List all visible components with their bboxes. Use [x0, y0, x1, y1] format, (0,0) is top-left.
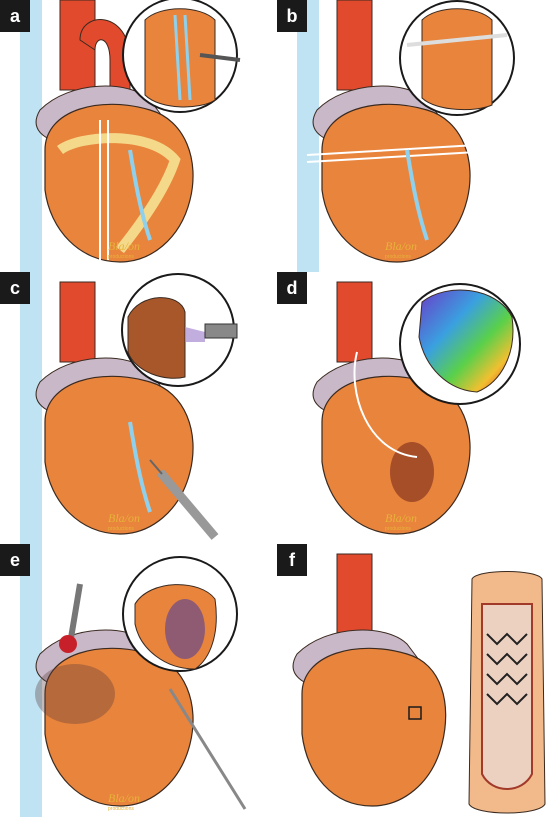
encircling-catheter — [306, 144, 478, 163]
mapping-catheter — [353, 351, 418, 458]
inset-spray-cone — [185, 327, 205, 342]
logo-subtext: productions — [108, 806, 134, 812]
logo-text: Bla/on — [108, 239, 140, 253]
panel-e: Bla/on productions e — [0, 544, 276, 817]
heart-illustration-c: Bla/on productions — [20, 272, 238, 544]
heart — [44, 647, 194, 807]
panel-a: Bla/on productions a — [0, 0, 276, 272]
aorta — [336, 0, 373, 91]
vena-cava — [20, 544, 42, 817]
coronary-vein — [128, 421, 152, 513]
aorta — [336, 553, 373, 635]
panel-f: f — [277, 544, 553, 816]
logo-text: Bla/on — [108, 791, 140, 805]
electroanatomic-map — [418, 289, 514, 393]
panel-label-b: b — [277, 0, 307, 32]
inset-instrument — [199, 53, 241, 62]
heart — [301, 647, 447, 807]
logo-subtext: productions — [108, 526, 134, 532]
logo-subtext: productions — [385, 526, 411, 532]
needle — [168, 688, 247, 810]
inset-spray-device — [204, 323, 238, 339]
panel-label-c: c — [0, 272, 30, 304]
coronary-vein — [405, 149, 429, 241]
panel-label-f: f — [277, 544, 307, 576]
inset-injected-region — [165, 599, 205, 659]
inset-heart-tissue — [421, 8, 493, 111]
inset-catheter — [406, 33, 508, 47]
heart — [44, 375, 194, 535]
appendage-clip — [59, 635, 77, 653]
heart-illustration-d: Bla/on productions — [312, 281, 521, 535]
inset-heart-tissue — [144, 8, 216, 108]
heart-illustration-e: Bla/on productions — [20, 544, 247, 817]
logo-subtext: productions — [385, 254, 411, 260]
stent — [486, 632, 528, 706]
epicardial-fat — [57, 133, 181, 254]
panel-label-e: e — [0, 544, 30, 576]
vena-cava — [20, 0, 42, 272]
logo-text: Bla/on — [108, 511, 140, 525]
artery-lumen — [481, 603, 533, 790]
logo-subtext: productions — [108, 254, 134, 260]
logo-text: Bla/on — [385, 239, 417, 253]
logo-text: Bla/on — [385, 511, 417, 525]
heart-illustration-b: Bla/on productions — [297, 0, 515, 272]
heart — [321, 103, 471, 263]
clamp-instrument — [67, 583, 83, 645]
aorta — [336, 281, 373, 363]
syringe — [149, 459, 219, 540]
inset-vessels — [173, 14, 192, 101]
panel-c: Bla/on productions c — [0, 272, 276, 544]
panel-label-d: d — [277, 272, 307, 304]
aorta — [59, 281, 96, 363]
inset-heart-tissue — [127, 297, 186, 379]
panel-d: Bla/on productions d — [277, 272, 553, 544]
scar-region — [390, 442, 434, 502]
catheter — [99, 120, 109, 260]
vena-cava — [20, 272, 42, 544]
vena-cava — [297, 0, 319, 272]
heart-illustration-a: Bla/on productions — [20, 0, 241, 272]
panel-b: Bla/on productions b — [277, 0, 553, 272]
injection-area — [35, 664, 115, 724]
zoom-box — [408, 706, 422, 720]
coronary-vein — [128, 149, 152, 241]
heart-illustration-f — [292, 553, 546, 814]
panel-label-a: a — [0, 0, 30, 32]
